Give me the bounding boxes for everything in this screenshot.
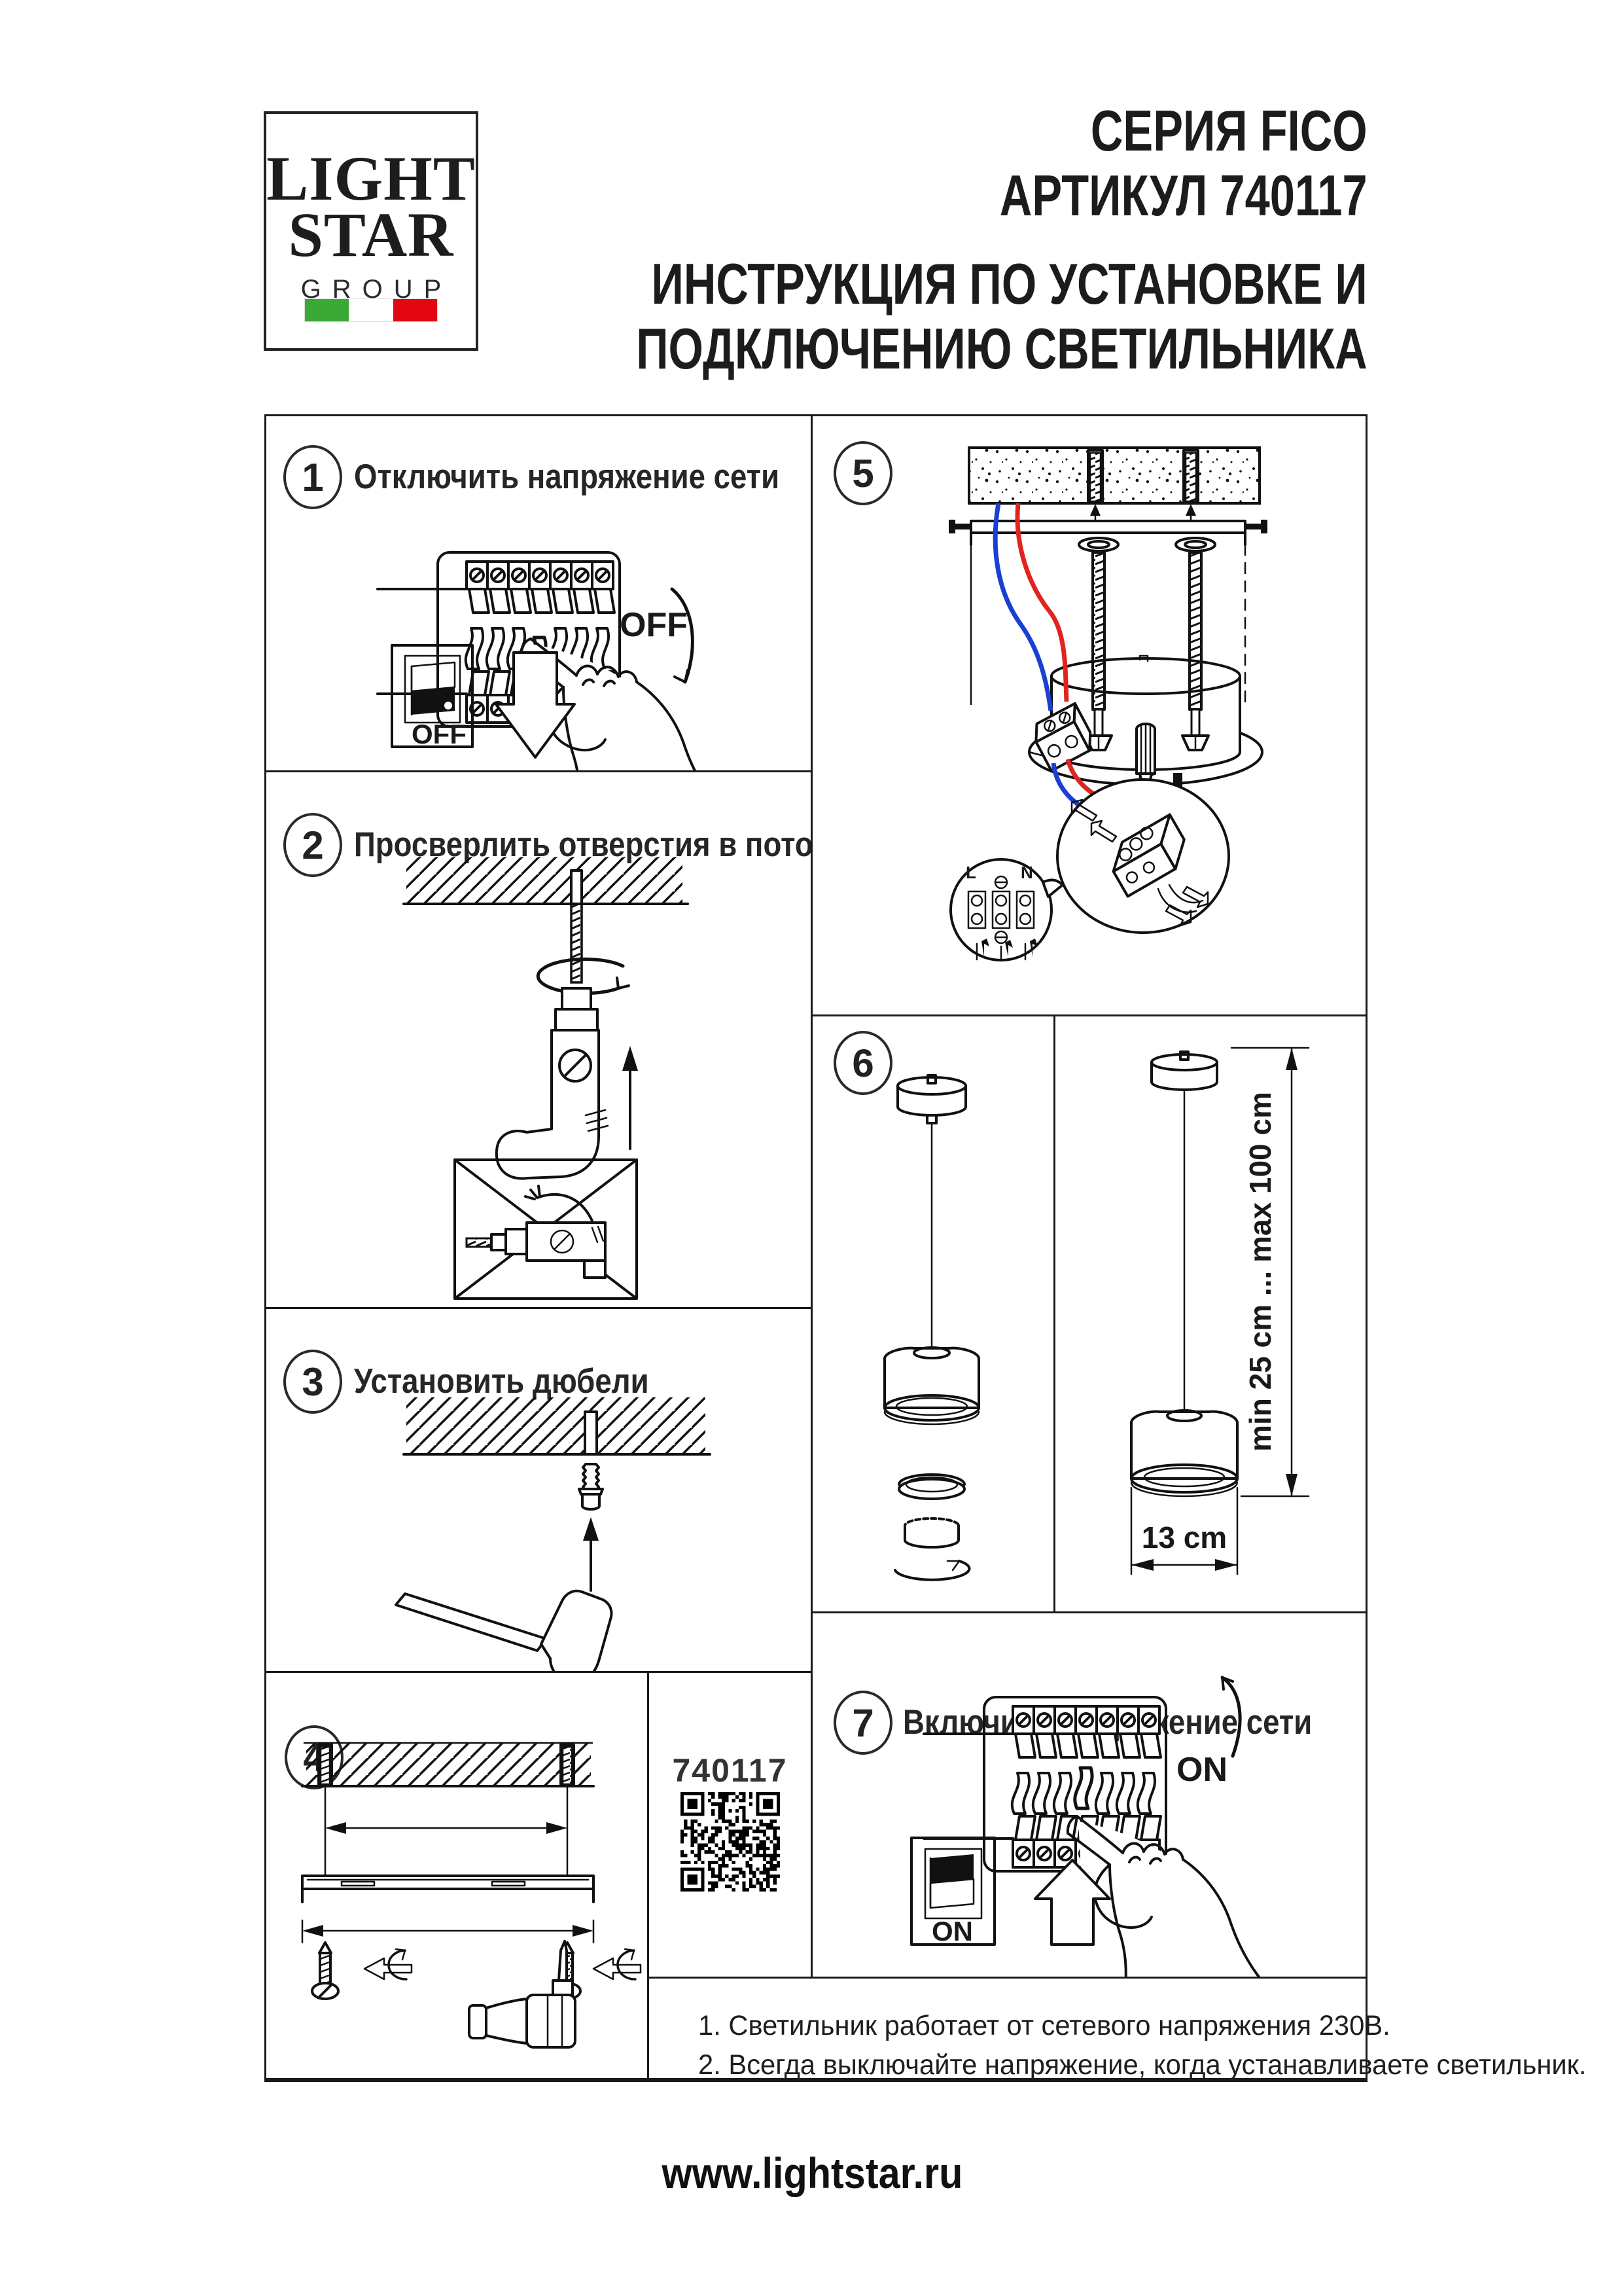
step-1-title: Отключить напряжение сети	[354, 457, 780, 496]
note-1: 1. Светильник работает от сетевого напря…	[698, 2010, 1390, 2041]
step-7-number: 7	[834, 1691, 892, 1755]
step-4-panel: 4	[264, 1671, 649, 2082]
step-5-panel: 5	[811, 414, 1368, 1016]
step-2-number: 2	[283, 813, 342, 877]
note-2: 2. Всегда выключайте напряжение, когда у…	[698, 2049, 1587, 2081]
series-title: СЕРИЯ FICO	[1091, 98, 1368, 163]
logo-light: LIGHT	[266, 143, 476, 213]
step-2-illustration-drill	[402, 857, 689, 1300]
step-5-number: 5	[834, 441, 892, 505]
step-3-title: Установить дюбели	[354, 1362, 649, 1401]
logo-star: STAR	[288, 200, 454, 270]
header: СЕРИЯ FICO АРТИКУЛ 740117 ИНСТРУКЦИЯ ПО …	[430, 98, 1368, 381]
svg-text:L: L	[966, 863, 976, 882]
footer: www.lightstar.ru	[0, 2148, 1624, 2198]
step-6-panel: 6	[811, 1014, 1368, 1613]
step-6-number: 6	[834, 1031, 892, 1095]
qr-code	[680, 1792, 780, 1892]
italy-flag-icon	[304, 298, 438, 322]
step-1-panel: 1 Отключить напряжение сети	[264, 414, 813, 772]
step-1-number: 1	[283, 445, 342, 509]
step-7-illustration-breaker-on: ON ON	[910, 1676, 1261, 1977]
lightstar-logo: LIGHT STAR GROUP	[264, 111, 478, 351]
qr-article-number: 740117	[672, 1752, 788, 1789]
instruction-title-1: ИНСТРУКЦИЯ ПО УСТАНОВКЕ И	[651, 251, 1368, 316]
svg-text:N: N	[1021, 863, 1033, 882]
svg-text:OFF: OFF	[620, 606, 688, 644]
notes-panel: 1. Светильник работает от сетевого напря…	[647, 1977, 1587, 2082]
qr-panel: 740117	[647, 1671, 813, 1979]
svg-text:ON: ON	[932, 1916, 973, 1946]
svg-text:min 25 cm ... max 100 cm: min 25 cm ... max 100 cm	[1243, 1092, 1277, 1452]
step-3-panel: 3 Установить дюбели	[264, 1307, 813, 1673]
step-3-illustration-dowel-hammer	[395, 1397, 711, 1671]
instruction-title-2: ПОДКЛЮЧЕНИЮ СВЕТИЛЬНИКА	[636, 316, 1368, 381]
svg-text:ON: ON	[1176, 1751, 1227, 1789]
step-6-divider	[1053, 1016, 1055, 1611]
website-url: www.lightstar.ru	[662, 2149, 962, 2197]
step-1-illustration-breaker-off: OFF OFF	[376, 551, 701, 770]
svg-text:13 cm: 13 cm	[1142, 1520, 1227, 1554]
article-title: АРТИКУЛ 740117	[1000, 163, 1368, 228]
step-5-illustration-wiring: L N	[949, 446, 1267, 962]
step-6-illustration-pendant: min 25 cm ... max 100 cm 13 cm	[883, 1047, 1310, 1581]
step-3-number: 3	[283, 1350, 342, 1414]
step-7-panel: 7 Включить напряжение сети	[811, 1611, 1368, 1979]
step-4-illustration-bracket	[301, 1742, 642, 2049]
step-2-panel: 2 Просверлить отверстия в потолке	[264, 770, 863, 1309]
notes-text: 1. Светильник работает от сетевого напря…	[698, 2006, 1587, 2085]
svg-text:OFF: OFF	[412, 719, 467, 749]
